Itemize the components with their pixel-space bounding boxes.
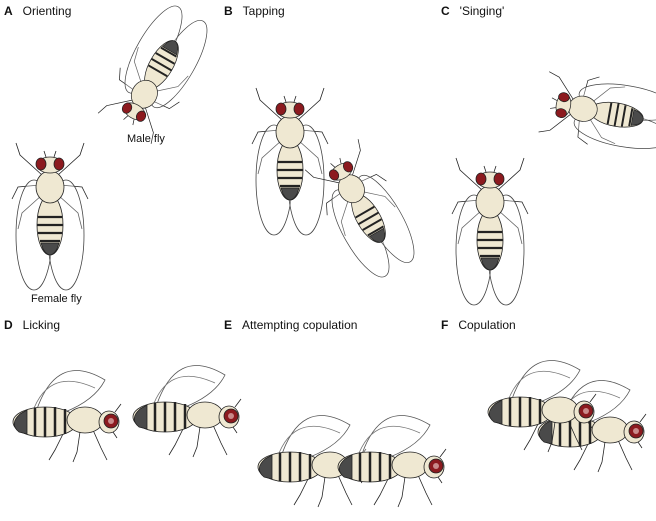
- panel-b-female-fly: [250, 86, 330, 237]
- panel-a-male-fly: [93, 0, 222, 147]
- panel-a-female-fly: [10, 141, 90, 292]
- female-fly-caption: Female fly: [31, 293, 82, 305]
- panel-e-male-fly: [336, 414, 448, 509]
- panel-c-male-fly: [536, 67, 656, 160]
- panel-d-male-fly: [131, 364, 243, 459]
- panel-c-label: C'Singing': [441, 4, 505, 18]
- panel-d-female-fly: [11, 369, 123, 464]
- panel-c-female-fly: [450, 156, 530, 307]
- male-fly-caption: Male fly: [127, 133, 165, 145]
